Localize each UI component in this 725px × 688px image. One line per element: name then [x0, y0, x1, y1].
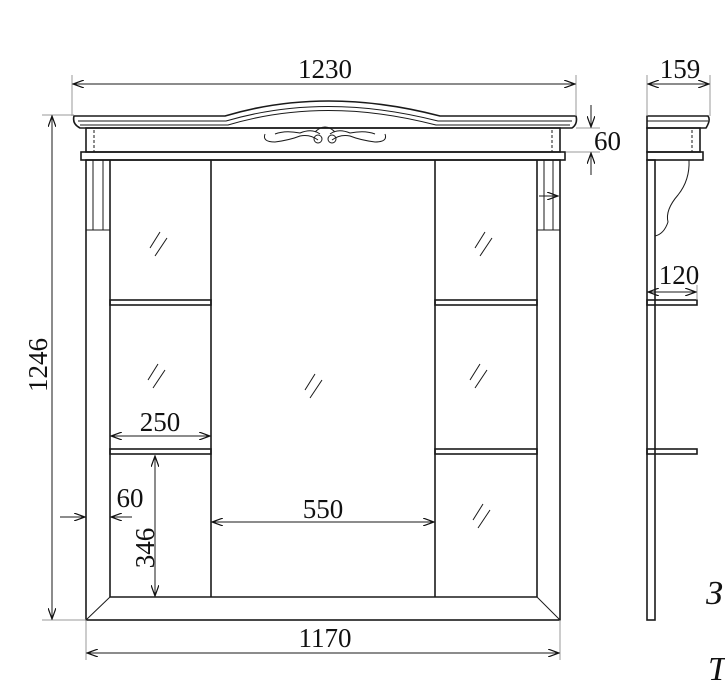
dim-60-cornice: 60 [594, 126, 621, 156]
glass-hatch-marks [147, 231, 493, 529]
ornament [264, 126, 386, 144]
dim-1246: 1246 [23, 338, 53, 392]
dim-1170: 1170 [299, 623, 352, 653]
frieze [85, 127, 561, 153]
dim-346: 346 [130, 528, 160, 569]
dim-120: 120 [659, 260, 700, 290]
dim-159: 159 [660, 54, 701, 84]
cropped-label-2: Т [708, 651, 725, 688]
cornice [72, 100, 578, 129]
ledge [80, 151, 566, 161]
frame [85, 159, 561, 621]
dim-550: 550 [303, 494, 344, 524]
front-view [72, 100, 578, 621]
shelves [109, 299, 538, 455]
dim-60-side: 60 [117, 483, 144, 513]
dimensions-front: 1230 1246 60 250 60 346 550 1170 [23, 54, 621, 660]
dim-250: 250 [140, 407, 181, 437]
side-view: 159 120 [646, 54, 711, 621]
dim-1230: 1230 [298, 54, 352, 84]
cropped-label-1: З [706, 575, 723, 612]
